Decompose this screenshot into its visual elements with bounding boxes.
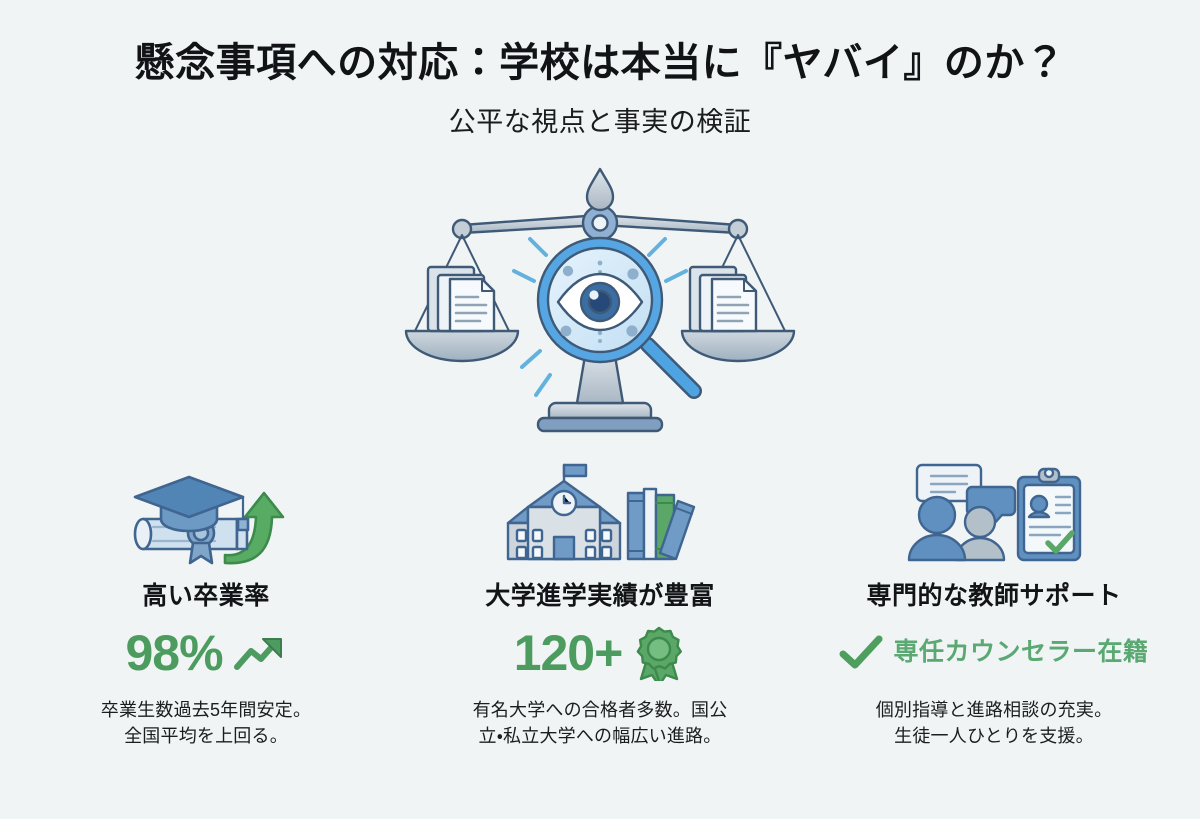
- column-value: 専任カウンセラー在籍: [839, 625, 1148, 681]
- feature-columns: 高い卒業率 98% 卒業生数過去5年間安定。 全国平均を上回る。: [20, 455, 1180, 749]
- lens-dots: [560, 260, 639, 343]
- column-icon-wrapper: [906, 455, 1082, 567]
- description-line: 全国平均を上回る。: [124, 725, 288, 746]
- column-description: 有名大学への合格者多数。国公 立・私立大学への幅広い進路。: [435, 697, 765, 749]
- scale-beam: [451, 167, 749, 242]
- books-stack: [626, 487, 696, 561]
- column-heading: 大学進学実績が豊富: [485, 582, 715, 610]
- description-line: 卒業生数過去5年間安定。: [100, 699, 312, 720]
- award-ribbon-rosette-icon: [636, 626, 683, 681]
- column-value: 98%: [125, 625, 286, 681]
- graduation-cap-diploma-growth-arrow-icon: [133, 475, 285, 565]
- document-stack-left: [426, 265, 496, 333]
- school-building: [506, 463, 622, 561]
- people-silhouettes: [907, 495, 1006, 562]
- column-icon-wrapper: [121, 455, 291, 567]
- column-heading: 高い卒業率: [142, 582, 270, 610]
- school-building-books-icon: [506, 463, 696, 561]
- value-number: 98%: [125, 624, 223, 681]
- header: 懸念事項への対応：学校は本当に『ヤバイ』のか？ 公平な視点と事実の検証: [0, 0, 1200, 139]
- value-label: 専任カウンセラー在籍: [893, 638, 1149, 666]
- column-value: 120+: [514, 625, 687, 681]
- green-check-icon: [839, 635, 883, 668]
- trending-up-arrow-icon: [233, 637, 282, 670]
- scale-pan-right: [680, 234, 796, 363]
- hero-illustration: [390, 145, 810, 445]
- clipboard-with-check: [1016, 467, 1082, 562]
- page-title: 懸念事項への対応：学校は本当に『ヤバイ』のか？: [134, 41, 1066, 85]
- light-rays: [512, 237, 688, 397]
- column-description: 卒業生数過去5年間安定。 全国平均を上回る。: [41, 697, 371, 749]
- eye-icon: [556, 272, 644, 332]
- teachers-counseling-clipboard-icon: [907, 463, 1082, 562]
- document-stack-right: [688, 265, 758, 333]
- feature-column-university-results: 大学進学実績が豊富 120+ 有名大学への合格者多数。国公 立・私立大学への幅広…: [414, 455, 786, 749]
- description-line: 立・私立大学への幅広い進路。: [478, 725, 722, 746]
- page-subtitle: 公平な視点と事実の検証: [448, 107, 752, 137]
- column-description: 個別指導と進路相談の充実。 生徒一人ひとりを支援。: [829, 697, 1159, 749]
- feature-column-teacher-support: 専門的な教師サポート 専任カウンセラー在籍 個別指導と進路相談の充実。 生徒一人…: [808, 455, 1180, 749]
- description-line: 有名大学への合格者多数。国公: [472, 699, 728, 720]
- column-icon-wrapper: [500, 455, 700, 567]
- balance-scale-magnifier-eye-icon: [404, 167, 796, 433]
- magnifier-with-eye: [536, 236, 702, 399]
- feature-column-graduation-rate: 高い卒業率 98% 卒業生数過去5年間安定。 全国平均を上回る。: [20, 455, 392, 749]
- description-line: 生徒一人ひとりを支援。: [894, 725, 1094, 746]
- graduation-cap: [133, 475, 250, 533]
- scale-pan-left: [404, 234, 520, 363]
- description-line: 個別指導と進路相談の充実。: [875, 699, 1113, 720]
- value-number: 120+: [513, 624, 624, 681]
- column-heading: 専門的な教師サポート: [866, 582, 1122, 610]
- scale-base: [536, 348, 664, 433]
